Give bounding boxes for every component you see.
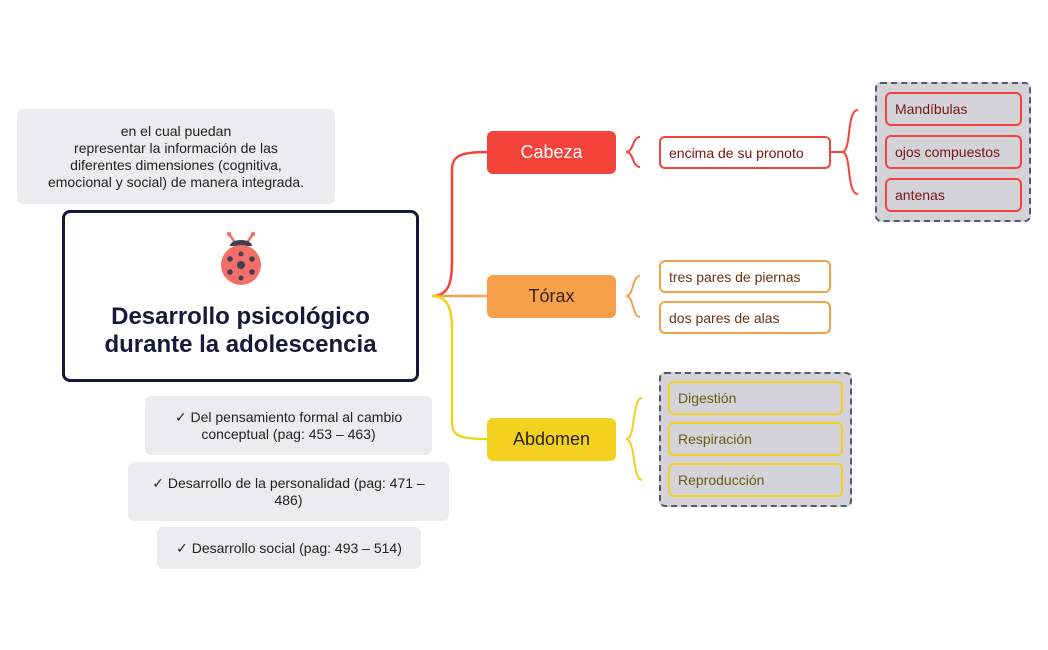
note-personalidad[interactable]: ✓ Desarrollo de la personalidad (pag: 47… (128, 462, 449, 521)
leaf-antenas[interactable]: antenas (885, 178, 1022, 212)
note-top-line: en el cual puedan (120, 122, 232, 139)
brace-cabeza-sub (841, 109, 859, 195)
central-title-line: durante la adolescencia (104, 331, 377, 358)
leaf-tres-pares-piernas[interactable]: tres pares de piernas (659, 260, 831, 293)
note-line: ✓ Desarrollo de la personalidad (pag: 47… (152, 474, 425, 491)
connector-abdomen (431, 294, 488, 441)
leaf-reproduccion[interactable]: Reproducción (668, 463, 843, 497)
central-title: Desarrollo psicológico durante la adoles… (104, 303, 376, 359)
brace-abdomen (625, 397, 643, 481)
branch-cabeza[interactable]: Cabeza (487, 131, 616, 174)
leaf-mandibulas[interactable]: Mandíbulas (885, 92, 1022, 126)
note-line: ✓ Del pensamiento formal al cambio (174, 408, 403, 425)
leaf-digestion[interactable]: Digestión (668, 381, 843, 415)
note-desarrollo-social[interactable]: ✓ Desarrollo social (pag: 493 – 514) (157, 527, 421, 569)
central-title-line: Desarrollo psicológico (111, 303, 370, 330)
brace-torax (625, 275, 641, 318)
brace-cabeza (625, 136, 641, 168)
branch-abdomen[interactable]: Abdomen (487, 418, 616, 461)
note-top[interactable]: en el cual puedan representar la informa… (17, 109, 335, 204)
note-line: 486) (274, 491, 303, 508)
note-line: conceptual (pag: 453 – 463) (201, 425, 376, 442)
connector-cabeza (431, 150, 488, 298)
branch-torax[interactable]: Tórax (487, 275, 616, 318)
leaf-ojos-compuestos[interactable]: ojos compuestos (885, 135, 1022, 169)
note-top-line: representar la información de las (74, 139, 278, 156)
note-top-line: diferentes dimensiones (cognitiva, (70, 156, 282, 173)
leaf-respiracion[interactable]: Respiración (668, 422, 843, 456)
note-pensamiento-formal[interactable]: ✓ Del pensamiento formal al cambio conce… (145, 396, 432, 455)
ladybug-icon (220, 231, 261, 285)
central-topic[interactable]: Desarrollo psicológico durante la adoles… (62, 210, 419, 382)
leaf-encima-pronoto[interactable]: encima de su pronoto (659, 136, 831, 169)
leaf-dos-pares-alas[interactable]: dos pares de alas (659, 301, 831, 334)
note-line: ✓ Desarrollo social (pag: 493 – 514) (176, 539, 402, 556)
note-top-line: emocional y social) de manera integrada. (47, 173, 305, 190)
